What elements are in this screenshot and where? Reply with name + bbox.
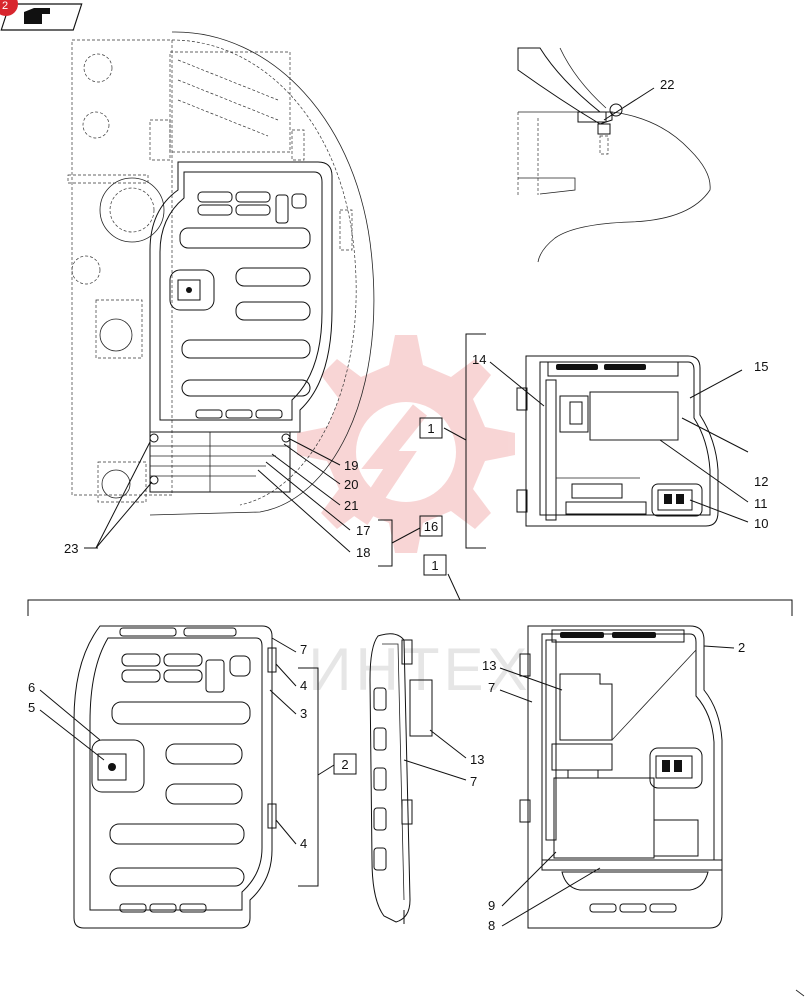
nav-badge [0,0,18,16]
callout-13-rear: 13 [482,658,496,673]
callout-5: 5 [28,700,35,715]
callout-2: 2 [738,640,745,655]
callout-23: 23 [64,541,78,556]
bracket-assembly-1-lower [27,599,793,616]
door-side-view [369,633,433,924]
callout-7-side: 7 [470,774,477,789]
ref-box-16-label: 16 [424,519,438,534]
door-front-view [73,625,277,929]
nav-badge-label: 2 [2,0,8,12]
leaders-side-view [403,729,467,781]
callout-22: 22 [660,77,674,92]
callout-12: 12 [754,474,768,489]
ref-box-1-lower-label: 1 [431,558,438,573]
callout-13-side: 13 [470,752,484,767]
watermark-text: ИНТЕХ [308,636,531,703]
callout-4-bottom: 4 [300,836,307,851]
ref-box-2-label: 2 [341,757,348,772]
ref-box-1-upper-label: 1 [427,421,434,436]
machine-frame [67,31,375,516]
callout-4-top: 4 [300,678,307,693]
callout-17: 17 [356,523,370,538]
nav-back-button[interactable] [0,3,83,31]
callout-7-front: 7 [300,642,307,657]
leaders-front-view [39,637,297,845]
callout-21: 21 [344,498,358,513]
callout-9: 9 [488,898,495,913]
door-panel-main [149,161,333,493]
watermark-logo [297,335,515,553]
ref-box-1-lower [423,554,447,576]
callout-6: 6 [28,680,35,695]
door-rear-view-lower [519,625,723,929]
callout-20: 20 [344,477,358,492]
leaders-rear-view [489,361,749,523]
hinge-detail [517,47,711,263]
ref-box-1-upper [419,417,443,439]
callout-18: 18 [356,545,370,560]
door-rear-view [516,355,719,527]
callout-10: 10 [754,516,768,531]
folder-arrow-icon [24,8,50,24]
callout-11: 11 [754,496,768,511]
callout-19: 19 [344,458,358,473]
callout-7-rear: 7 [488,680,495,695]
ref-box-2 [333,753,357,775]
callout-14: 14 [472,352,486,367]
leaders-main-door [84,437,351,553]
bracket-assembly-1-upper [465,333,486,549]
leaders-rear-lower [499,645,735,927]
ref-box-16 [419,515,443,537]
bracket-assembly-2 [298,667,319,887]
callout-15: 15 [754,359,768,374]
callout-3: 3 [300,706,307,721]
callout-8: 8 [488,918,495,933]
